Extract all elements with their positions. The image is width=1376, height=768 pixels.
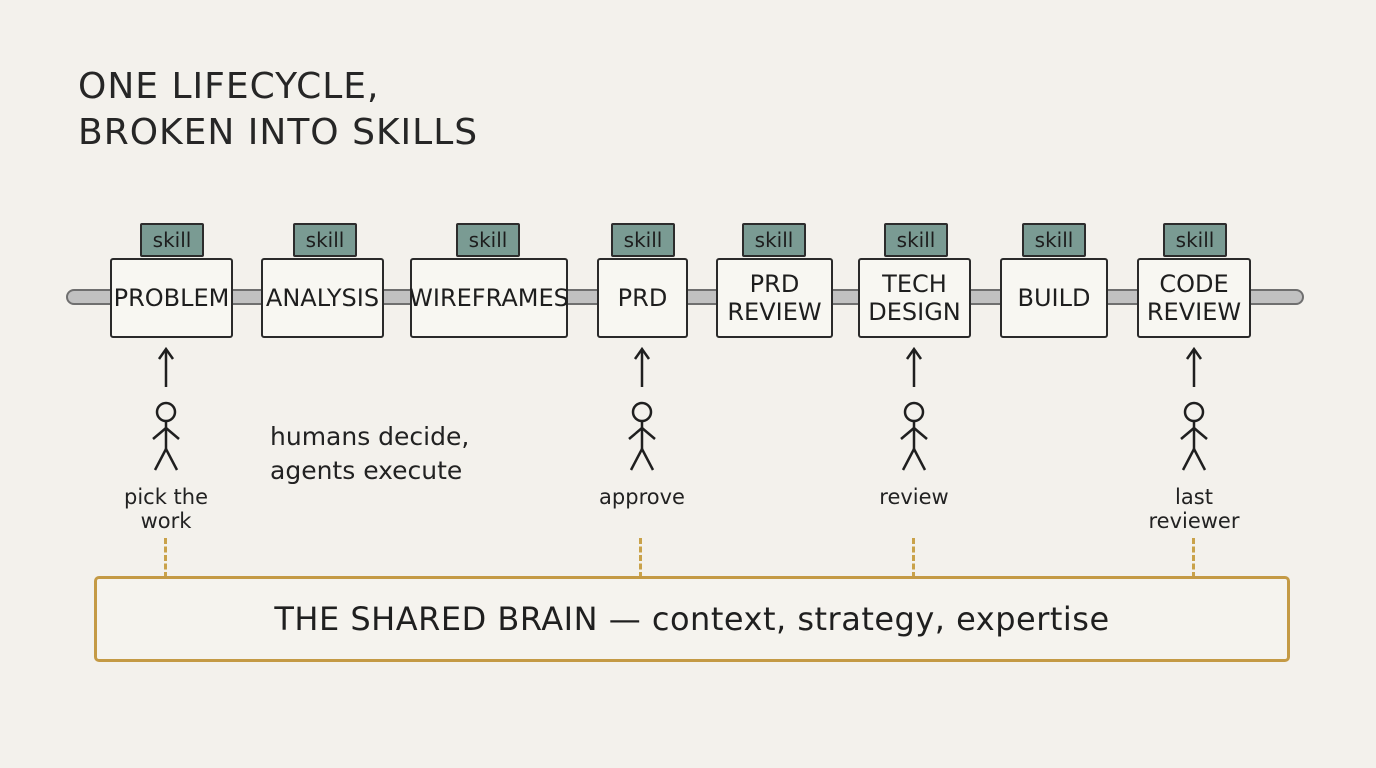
skill-tag: skill [884,223,948,257]
stage-box: PROBLEM [110,258,233,338]
stick-figure-icon [1180,346,1208,471]
diagram-title: ONE LIFECYCLE, BROKEN INTO SKILLS [78,64,478,156]
skill-tag: skill [293,223,357,257]
human-label: review [879,485,949,509]
stage-box: CODE REVIEW [1137,258,1251,338]
stage-box: BUILD [1000,258,1108,338]
shared-brain-box: THE SHARED BRAIN — context, strategy, ex… [94,576,1290,662]
human-last-reviewer: last reviewer [1119,345,1269,533]
shared-brain-label: THE SHARED BRAIN — context, strategy, ex… [274,600,1110,638]
title-line-1: ONE LIFECYCLE, [78,66,380,107]
dashed-connector [912,538,915,578]
human-approve: approve [567,345,717,509]
title-line-2: BROKEN INTO SKILLS [78,112,479,153]
stage-box: ANALYSIS [261,258,384,338]
human-label: approve [599,485,685,509]
skill-tag: skill [742,223,806,257]
human-pick-the-work: pick the work [91,345,241,533]
stage-box: TECH DESIGN [858,258,971,338]
annotation-note: humans decide, agents execute [270,422,470,485]
human-label: last reviewer [1148,485,1240,533]
stage-box: WIREFRAMES [409,258,569,338]
stage-box: PRD REVIEW [716,258,833,338]
human-review: review [839,345,989,509]
dashed-connector [1192,538,1195,578]
human-label: pick the work [123,485,208,533]
skill-tag: skill [1022,223,1086,257]
stick-figure-icon [628,346,656,471]
skill-tag: skill [1163,223,1227,257]
skill-tag: skill [611,223,675,257]
dashed-connector [639,538,642,578]
stick-figure-icon [900,346,928,471]
skill-tag: skill [140,223,204,257]
dashed-connector [164,538,167,578]
skill-tag: skill [456,223,520,257]
stage-box: PRD [597,258,688,338]
stick-figure-icon [152,346,180,471]
